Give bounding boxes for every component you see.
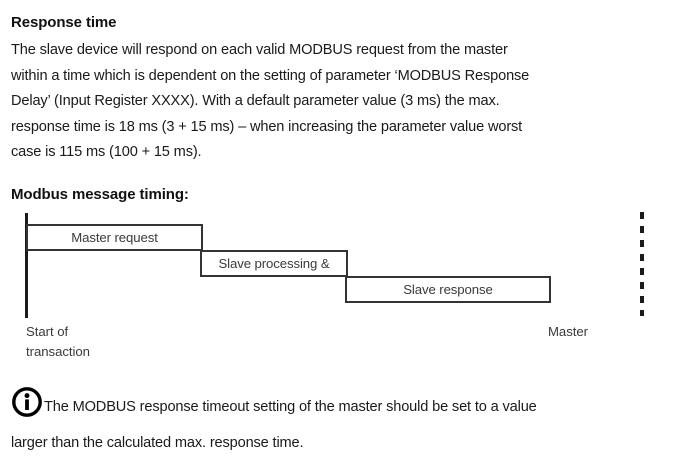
note-line: The MODBUS response timeout setting of t… xyxy=(44,399,537,415)
caption-start-of-transaction: Start of transaction xyxy=(26,322,90,361)
paragraph-line: The slave device will respond on each va… xyxy=(11,42,508,58)
caption-master: Master xyxy=(548,324,589,339)
start-of-transaction-axis-line xyxy=(25,213,28,318)
info-icon xyxy=(11,386,43,418)
timing-box-slave-processing: Slave processing & xyxy=(200,250,348,277)
note-block: The MODBUS response timeout setting of t… xyxy=(11,386,671,459)
paragraph-line: within a time which is dependent on the … xyxy=(11,67,530,84)
note-line: larger than the calculated max. response… xyxy=(11,435,304,451)
paragraph-line: Delay’ (Input Register XXXX). With a def… xyxy=(11,93,500,109)
page-title: Response time xyxy=(11,14,117,32)
timing-box-slave-response: Slave response xyxy=(345,276,551,303)
timing-box-master-request: Master request xyxy=(26,224,203,251)
paragraph-line: case is 115 ms (100 + 15 ms). xyxy=(11,144,202,160)
caption-line: transaction xyxy=(26,343,90,359)
diagram-heading: Modbus message timing: xyxy=(11,186,189,204)
modbus-timing-diagram: Master request Slave processing & Slave … xyxy=(0,200,681,365)
master-axis-dashed-line xyxy=(640,212,644,316)
response-time-paragraph: The slave device will respond on each va… xyxy=(11,38,663,166)
paragraph-line: response time is 18 ms (3 + 15 ms) – whe… xyxy=(11,118,523,135)
caption-line: Start of xyxy=(26,324,69,339)
